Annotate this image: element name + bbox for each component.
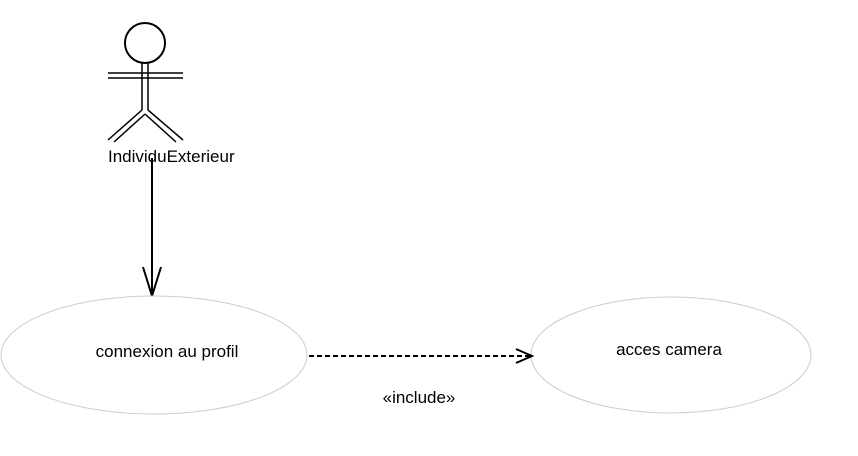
include-arrowhead: [515, 348, 535, 364]
use-case-label: acces camera: [616, 340, 722, 359]
actor-leg-left-b: [113, 113, 146, 143]
include-stereotype-label: «include»: [383, 388, 456, 407]
actor-head: [124, 22, 166, 64]
association-arrow[interactable]: [142, 158, 162, 300]
actor-leg-right-b: [144, 113, 177, 143]
actor-leg-right-a: [147, 109, 184, 141]
include-arrow[interactable]: [309, 348, 535, 364]
actor-leg-left-a: [107, 109, 143, 141]
actor-name-label: IndividuExterieur: [108, 147, 235, 166]
actor-figure[interactable]: [107, 22, 184, 143]
use-case-acces-camera[interactable]: acces camera: [530, 296, 812, 414]
use-case-connexion-au-profil[interactable]: connexion au profil: [0, 295, 308, 415]
use-case-label: connexion au profil: [96, 342, 239, 361]
use-case-ellipse: [0, 295, 308, 415]
